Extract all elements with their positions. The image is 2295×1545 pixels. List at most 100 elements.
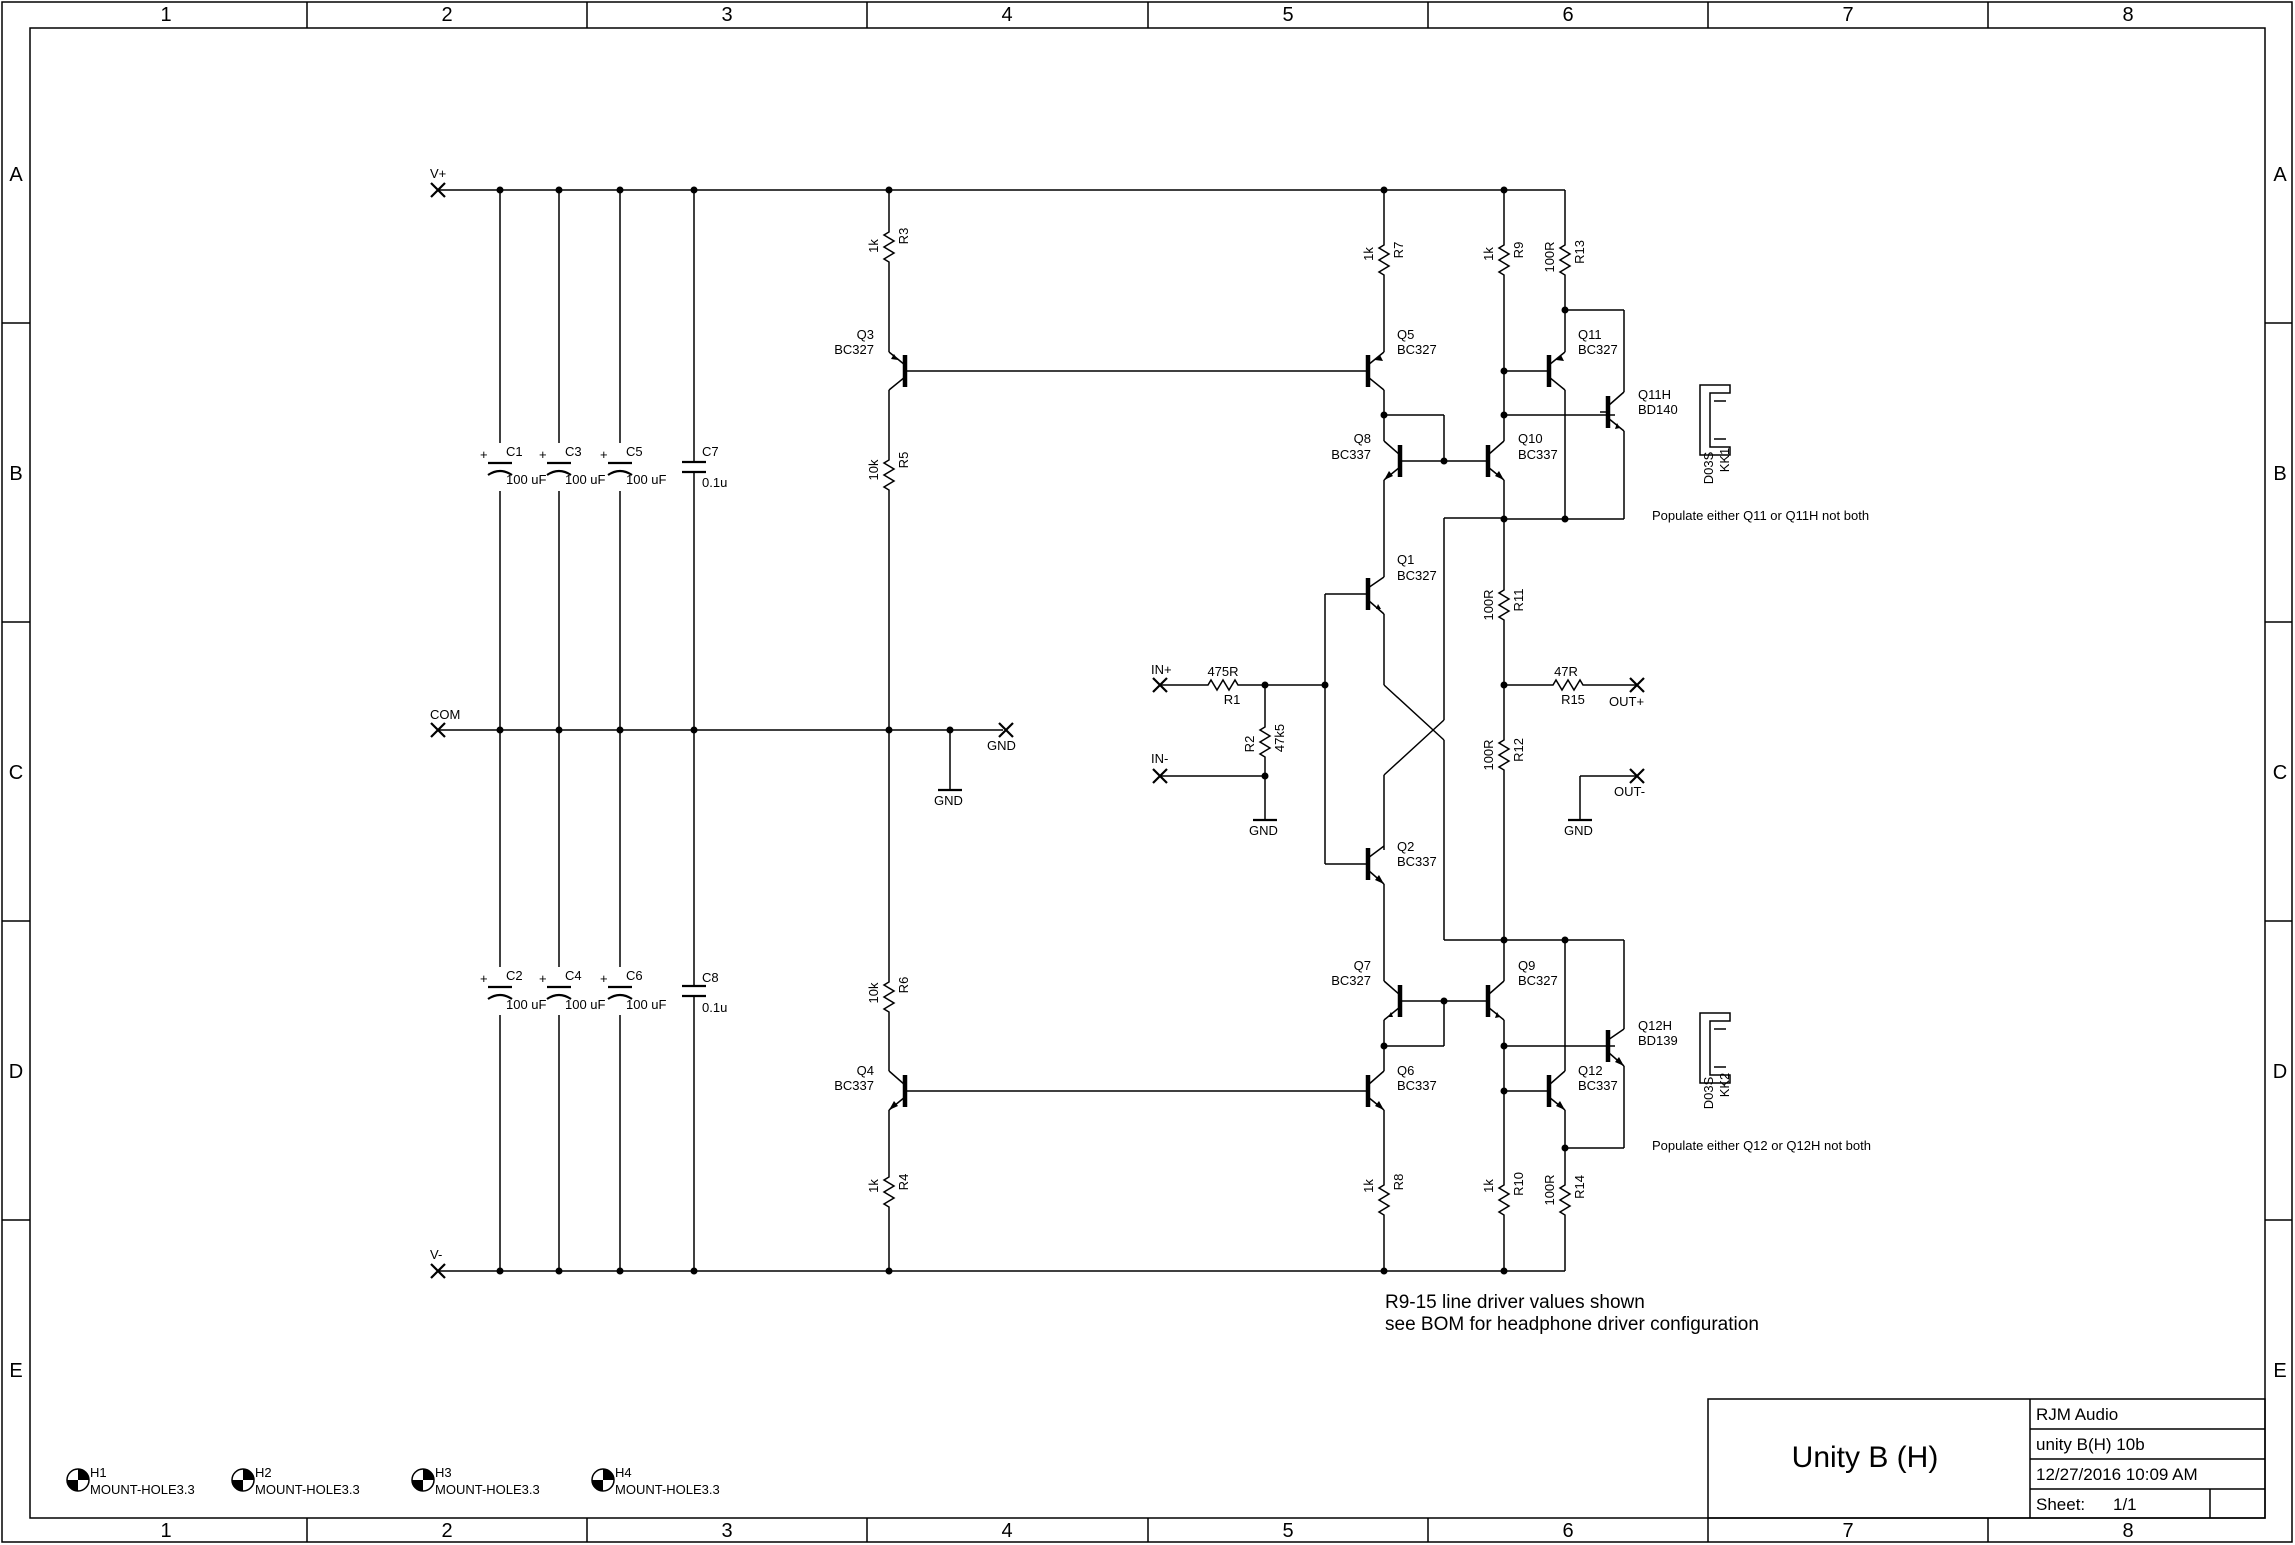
grid-row-right-a: A — [2273, 164, 2287, 186]
r4-value: 1k — [866, 1179, 881, 1193]
net-label-vminus: V- — [430, 1247, 442, 1262]
c6-value: 100 uF — [626, 997, 667, 1012]
r3-value: 1k — [866, 239, 881, 253]
r5-ref: R5 — [896, 452, 911, 469]
c5-ref: C5 — [626, 444, 643, 459]
c2-value: 100 uF — [506, 997, 547, 1012]
r11-ref: R11 — [1511, 589, 1526, 612]
heatsink-kk2: D03S KK2 — [1699, 1012, 1732, 1109]
q11h-ref: Q11H — [1638, 387, 1671, 402]
grid-col-top-3: 3 — [721, 4, 732, 26]
q6-value: BC337 — [1397, 1078, 1437, 1093]
q2-ref: Q2 — [1397, 839, 1414, 854]
title-block: Unity B (H) RJM Audio unity B(H) 10b 12/… — [1707, 1398, 2266, 1519]
vminus-terminal-icon — [430, 1263, 446, 1279]
c1-ref: C1 — [506, 444, 523, 459]
r13-value: 100R — [1542, 241, 1557, 272]
h1-value: MOUNT-HOLE3.3 — [90, 1482, 195, 1497]
title-block-document: unity B(H) 10b — [2036, 1435, 2145, 1454]
q12-value: BC337 — [1578, 1078, 1618, 1093]
net-label-in-plus: IN+ — [1151, 662, 1172, 677]
h2-value: MOUNT-HOLE3.3 — [255, 1482, 360, 1497]
transistor-q6: Q6 BC337 — [1365, 1063, 1437, 1111]
transistor-q12h: Q12H BD139 — [1605, 1018, 1678, 1067]
r14-ref: R14 — [1572, 1175, 1587, 1199]
c4-ref: C4 — [565, 968, 582, 983]
grid-row-right-b: B — [2273, 463, 2286, 485]
title-block-company: RJM Audio — [2036, 1405, 2118, 1424]
svg-text:+: + — [480, 447, 488, 462]
r8-ref: R8 — [1391, 1174, 1406, 1191]
net-label-out-minus: OUT- — [1614, 784, 1645, 799]
r2-ref: R2 — [1242, 736, 1257, 753]
bias-column — [882, 190, 896, 1271]
q6-ref: Q6 — [1397, 1063, 1414, 1078]
transistor-q10: Q10 BC337 — [1485, 431, 1558, 481]
note-populate-q12: Populate either Q12 or Q12H not both — [1652, 1138, 1871, 1153]
c7-ref: C7 — [702, 444, 719, 459]
c7-value: 0.1u — [702, 475, 727, 490]
grid-row-right-e: E — [2273, 1360, 2286, 1382]
c1-value: 100 uF — [506, 472, 547, 487]
r7-value: 1k — [1361, 247, 1376, 261]
grid-col-bottom-6: 6 — [1562, 1520, 1573, 1542]
grid-col-bottom-5: 5 — [1282, 1520, 1293, 1542]
r1-resistor — [1160, 678, 1325, 692]
mount-hole-h2: H2 MOUNT-HOLE3.3 — [231, 1465, 360, 1497]
grid-row-left-a: A — [9, 164, 23, 186]
title-block-sheet-value: 1/1 — [2113, 1495, 2137, 1514]
capacitor-c5: + C5 100 uF — [600, 444, 667, 487]
r10-value: 1k — [1481, 1179, 1496, 1193]
kk1-ref: KK1 — [1717, 448, 1732, 473]
capacitor-c8: C8 0.1u — [682, 970, 727, 1015]
svg-text:+: + — [539, 971, 547, 986]
net-label-gnd-in: GND — [1249, 823, 1278, 838]
grid-col-top-6: 6 — [1562, 4, 1573, 26]
r14-resistor — [1558, 1110, 1572, 1271]
title-block-sheet-label: Sheet: — [2036, 1495, 2085, 1514]
q12-ref: Q12 — [1578, 1063, 1603, 1078]
r15-value: 47R — [1554, 664, 1578, 679]
net-label-in-minus: IN- — [1151, 751, 1168, 766]
transistor-q9: Q9 BC327 — [1485, 958, 1558, 1021]
transistor-q4: Q4 BC337 — [834, 1063, 908, 1111]
mount-hole-h3: H3 MOUNT-HOLE3.3 — [411, 1465, 540, 1497]
r9-value: 1k — [1481, 247, 1496, 261]
capacitor-c4: + C4 100 uF — [539, 968, 606, 1012]
svg-text:+: + — [539, 447, 547, 462]
r1-value: 475R — [1207, 664, 1238, 679]
grid-col-top-8: 8 — [2122, 4, 2133, 26]
grid-row-left-b: B — [9, 463, 22, 485]
q9-value: BC327 — [1518, 973, 1558, 988]
grid-row-right-d: D — [2273, 1061, 2287, 1083]
h4-ref: H4 — [615, 1465, 632, 1480]
grid-col-bottom-2: 2 — [441, 1520, 452, 1542]
grid-row-left-d: D — [9, 1061, 23, 1083]
q11-value: BC327 — [1578, 342, 1618, 357]
r9-ref: R9 — [1511, 242, 1526, 259]
c4-value: 100 uF — [565, 997, 606, 1012]
vplus-terminal-icon — [430, 182, 446, 198]
transistor-q5: Q5 BC327 — [1365, 327, 1437, 391]
kk2-value: D03S — [1701, 1076, 1716, 1109]
q1-ref: Q1 — [1397, 552, 1414, 567]
grid-row-left-e: E — [9, 1360, 22, 1382]
transistor-q3: Q3 BC327 — [834, 327, 908, 391]
transistor-q12: Q12 BC337 — [1535, 1063, 1618, 1111]
r1-ref: R1 — [1224, 692, 1241, 707]
supply-rails: V+ COM V- GND GND — [430, 166, 1565, 1279]
title-block-title: Unity B (H) — [1792, 1441, 1939, 1474]
r2-value: 47k5 — [1272, 724, 1287, 752]
r3-ref: R3 — [896, 228, 911, 245]
grid-col-bottom-1: 1 — [160, 1520, 171, 1542]
junction-dots — [496, 186, 1569, 1275]
q12h-value: BD139 — [1638, 1033, 1678, 1048]
c6-ref: C6 — [626, 968, 643, 983]
transistor-q11h: Q11H BD140 — [1600, 387, 1678, 432]
net-label-vplus: V+ — [430, 166, 446, 181]
transistor-q11: Q11 BC327 — [1535, 327, 1618, 391]
q11h-value: BD140 — [1638, 402, 1678, 417]
grid-row-right-c: C — [2273, 762, 2287, 784]
